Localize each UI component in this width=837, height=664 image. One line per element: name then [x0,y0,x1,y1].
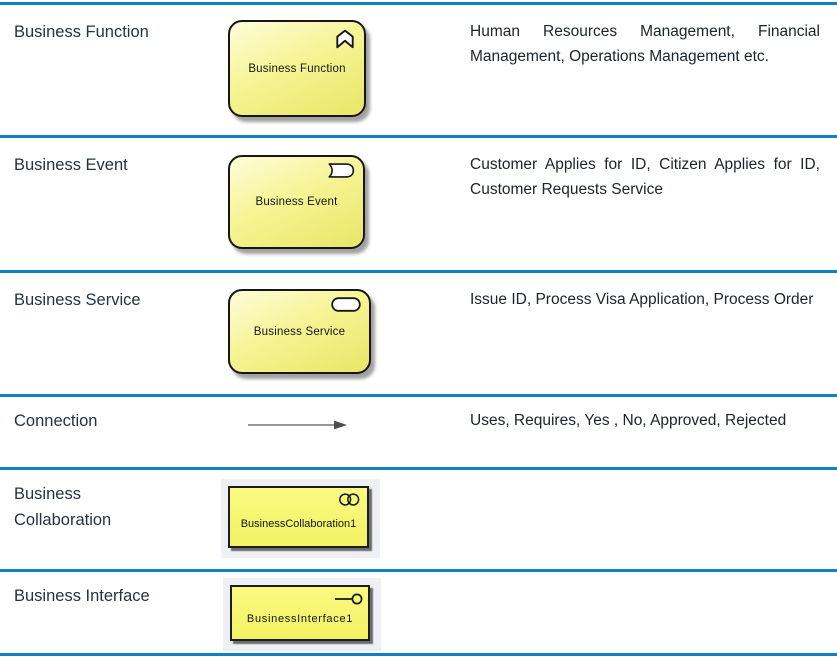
term-cell: Business Collaboration [0,470,215,569]
row-divider [0,394,837,397]
symbol-cell: BusinessInterface1 [215,572,470,653]
term-label: Business Service [14,291,141,309]
shape-background-panel: BusinessCollaboration1 [221,479,380,558]
row-divider [0,467,837,470]
examples-cell [470,470,837,569]
term-cell: Business Interface [0,572,215,653]
shape-label: BusinessCollaboration1 [240,518,357,530]
term-label: Business Collaboration [14,485,112,529]
table-row: Business Collaboration BusinessCollabora… [0,470,837,569]
event-flag-icon [328,163,355,178]
table-row: Connection Uses, Requires, Yes , No, App… [0,397,837,467]
table-row: Business Service Business Service Issue … [0,273,837,394]
table-row: Business Function Business Function Huma… [0,5,837,135]
examples-cell: Uses, Requires, Yes , No, Approved, Reje… [470,397,837,467]
examples-text: Issue ID, Process Visa Application, Proc… [470,291,814,308]
symbol-cell [215,397,470,467]
business-event-shape: Business Event [228,155,365,249]
examples-cell: Issue ID, Process Visa Application, Proc… [470,273,837,394]
business-function-shape: Business Function [228,20,366,117]
symbol-cell: Business Function [215,5,470,135]
examples-text: Customer Applies for ID, Citizen Applies… [470,156,820,198]
term-cell: Business Function [0,5,215,135]
examples-cell [470,572,837,653]
symbol-cell: BusinessCollaboration1 [215,470,470,569]
examples-text: Uses, Requires, Yes , No, Approved, Reje… [470,412,787,429]
row-divider [0,569,837,572]
term-label: Connection [14,412,98,430]
term-cell: Business Service [0,273,215,394]
symbol-cell: Business Event [215,138,470,270]
shape-label: Business Service [253,325,346,338]
examples-cell: Customer Applies for ID, Citizen Applies… [470,138,837,270]
shape-background-panel: BusinessInterface1 [223,578,381,651]
examples-text: Human Resources Management, Financial Ma… [470,23,820,65]
row-divider [0,270,837,273]
service-pill-icon [331,297,361,312]
term-cell: Business Event [0,138,215,270]
term-cell: Connection [0,397,215,467]
examples-cell: Human Resources Management, Financial Ma… [470,5,837,135]
table-row: Business Event Business Event Customer A… [0,138,837,270]
table-border-top [0,2,837,5]
shape-label: BusinessInterface1 [246,613,354,625]
symbol-cell: Business Service [215,273,470,394]
row-divider [0,135,837,138]
business-interface-shape: BusinessInterface1 [230,585,370,641]
interface-lollipop-icon [335,593,363,605]
function-chevron-icon [336,29,354,49]
term-label: Business Event [14,156,128,174]
table-border-bottom [0,653,837,656]
shape-label: Business Function [248,62,346,75]
business-collaboration-shape: BusinessCollaboration1 [228,486,369,548]
term-label: Business Interface [14,587,150,605]
business-service-shape: Business Service [228,289,371,374]
table-row: Business Interface BusinessInterface1 [0,572,837,653]
connection-arrow-icon [248,420,347,430]
collaboration-circles-icon [339,493,360,506]
shape-label: Business Event [255,196,338,208]
term-label: Business Function [14,23,149,41]
